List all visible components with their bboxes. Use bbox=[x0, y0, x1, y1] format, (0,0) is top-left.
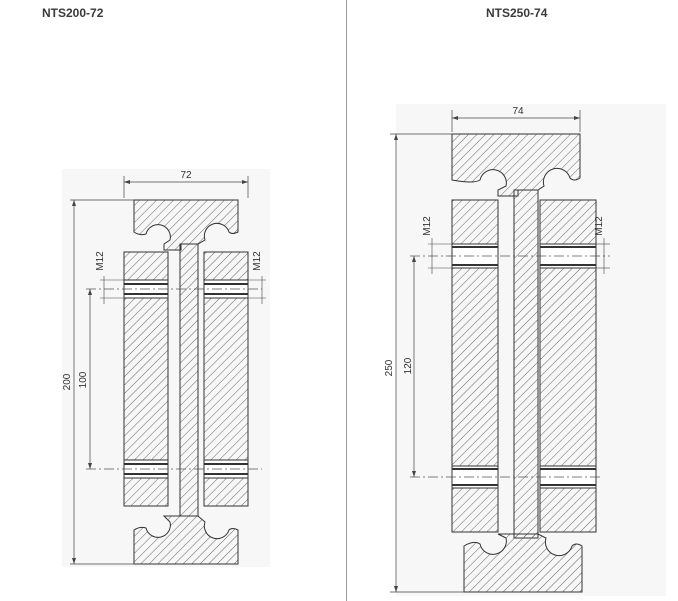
dimension-width: 74 bbox=[451, 106, 581, 132]
bolt-size-label-right: M12 bbox=[594, 216, 605, 236]
dimension-bolt-spacing: 120 bbox=[403, 256, 416, 477]
bottom-flange bbox=[133, 515, 239, 565]
web bbox=[513, 189, 539, 539]
dimension-bolt-spacing-label: 100 bbox=[78, 371, 89, 388]
bolt-size-label-left: M12 bbox=[95, 251, 106, 271]
bolt-size-callout-left: M12 bbox=[95, 251, 124, 304]
web bbox=[179, 243, 199, 517]
drawing-title: NTS250-74 bbox=[486, 6, 548, 20]
drawing-panel-nts200-72: NTS200-72 bbox=[42, 6, 266, 565]
drawing-panel-nts250-74: NTS250-74 bbox=[348, 0, 678, 601]
dimension-height: 200 bbox=[62, 199, 134, 565]
beam-drawing-nts250-74: 74 250 120 M12 M12 bbox=[384, 106, 610, 593]
top-flange bbox=[451, 133, 581, 197]
dimension-width: 72 bbox=[123, 170, 249, 198]
dimension-height-label: 250 bbox=[384, 359, 395, 376]
dimension-bolt-spacing-label: 120 bbox=[403, 357, 414, 374]
top-flange bbox=[133, 199, 239, 251]
dimension-width-label: 72 bbox=[180, 170, 192, 181]
dimension-height-label: 200 bbox=[62, 373, 73, 390]
bolt-size-label-left: M12 bbox=[422, 216, 433, 236]
bolt-size-callout-left: M12 bbox=[422, 216, 452, 274]
panel-divider bbox=[346, 0, 347, 601]
drawing-title: NTS200-72 bbox=[42, 6, 104, 20]
dimension-height: 250 bbox=[384, 133, 464, 593]
dimension-width-label: 74 bbox=[512, 106, 524, 117]
dimension-bolt-spacing: 100 bbox=[78, 289, 92, 469]
beam-drawing-nts200-72: 72 200 100 M12 M12 bbox=[62, 170, 266, 565]
bottom-flange bbox=[463, 533, 583, 593]
bolt-size-callout-right: M12 bbox=[594, 216, 610, 274]
bolt-size-callout-right: M12 bbox=[248, 251, 266, 304]
bolt-size-label-right: M12 bbox=[252, 251, 263, 271]
